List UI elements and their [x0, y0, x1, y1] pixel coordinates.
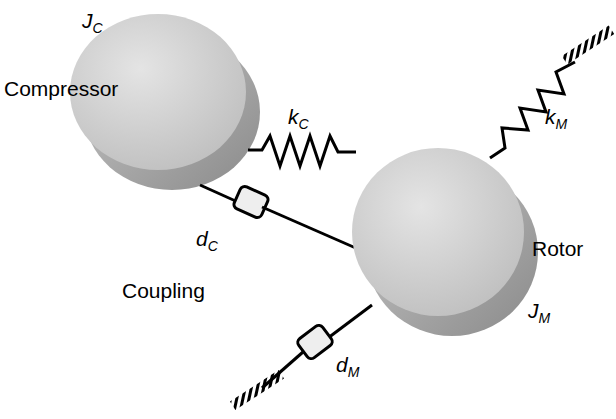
compressor-disk	[70, 14, 260, 190]
part-name: Rotor	[532, 236, 583, 261]
part-name: Compressor	[4, 76, 118, 101]
spring-kc	[248, 136, 356, 166]
damping-label: dC	[196, 226, 218, 251]
inertia-label: JC	[82, 8, 103, 33]
stiffness-label: kC	[288, 104, 309, 129]
wall-bottom	[230, 370, 284, 410]
spring-km	[490, 62, 575, 158]
damping-label: dM	[336, 352, 359, 377]
inertia-label: JM	[528, 298, 550, 323]
part-name: Coupling	[122, 278, 205, 303]
rotor-disk	[352, 148, 538, 336]
damper-dc	[200, 185, 358, 249]
wall-top	[562, 26, 614, 65]
stiffness-label: kM	[545, 104, 567, 129]
